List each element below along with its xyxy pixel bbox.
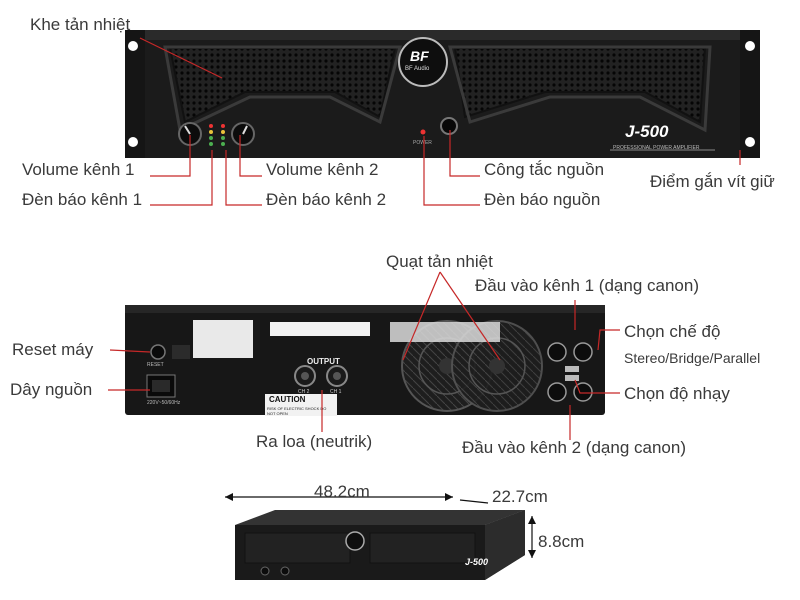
mount-hole-left-bottom: [128, 137, 138, 147]
label-volume-ch2: Volume kênh 2: [266, 160, 379, 179]
ch2-text: CH 2: [298, 389, 310, 395]
label-fan: Quạt tản nhiệt: [386, 252, 493, 271]
dimension-depth: 22.7cm: [492, 487, 548, 506]
label-sensitivity: Chọn độ nhạy: [624, 384, 730, 403]
power-switch: [440, 117, 458, 135]
fan-right: [451, 320, 543, 412]
label-mode-sub: Stereo/Bridge/Parallel: [624, 350, 761, 366]
reset-button: [150, 344, 166, 360]
ch1-text: CH 1: [330, 389, 342, 395]
voltage-text: 220V~50/60Hz: [147, 400, 181, 406]
mode-switch: [565, 366, 579, 372]
front-panel: BF BF Audio J-500 PROFESSIONAL POWER AMP…: [125, 22, 760, 162]
label-power-switch: Công tắc nguồn: [484, 160, 605, 179]
mount-hole-left-top: [128, 41, 138, 51]
xlr-input-ch1-a: [547, 342, 567, 362]
xlr-input-ch2-a: [547, 382, 567, 402]
power-text: POWER: [413, 140, 432, 146]
label-led-ch1: Đèn báo kênh 1: [22, 190, 143, 209]
label-input-ch2: Đầu vào kênh 2 (dạng canon): [462, 438, 686, 457]
front-panel-graphic: [125, 30, 760, 158]
dimension-view: J-500: [225, 505, 535, 585]
brand-sub: BF Audio: [405, 66, 430, 72]
side-model: J-500: [465, 557, 489, 567]
xlr-input-ch1-b: [573, 342, 593, 362]
label-speaker-out: Ra loa (neutrik): [256, 432, 373, 451]
label-power-led: Đèn báo nguồn: [484, 190, 601, 209]
brand-logo: BF: [410, 48, 429, 64]
reset-text: RESET: [147, 362, 164, 368]
output-text: OUTPUT: [307, 357, 340, 366]
power-led: [420, 129, 426, 135]
dimension-view-graphic: [235, 510, 525, 580]
mount-hole-right-top: [745, 41, 755, 51]
label-volume-ch1: Volume kênh 1: [22, 160, 135, 179]
label-power-cord: Dây nguồn: [10, 380, 93, 399]
label-reset: Reset máy: [12, 340, 94, 359]
dimension-height: 8.8cm: [538, 532, 585, 551]
caution-sub: RISK OF ELECTRIC SHOCK DO NOT OPEN: [267, 406, 327, 416]
sensitivity-switch: [565, 375, 579, 381]
label-mount-point: Điểm gắn vít giữ: [650, 172, 775, 191]
caution-text: CAUTION: [269, 395, 306, 404]
mount-hole-right-bottom: [745, 137, 755, 147]
model-sub: PROFESSIONAL POWER AMPLIFIER: [613, 145, 700, 151]
label-mode: Chọn chế độ: [624, 322, 721, 341]
model-name: J-500: [625, 122, 669, 141]
label-heat-vent: Khe tản nhiệt: [30, 15, 131, 34]
dimension-width: 48.2cm: [314, 482, 370, 501]
label-input-ch1: Đầu vào kênh 1 (dạng canon): [475, 276, 699, 295]
label-led-ch2: Đèn báo kênh 2: [266, 190, 387, 209]
